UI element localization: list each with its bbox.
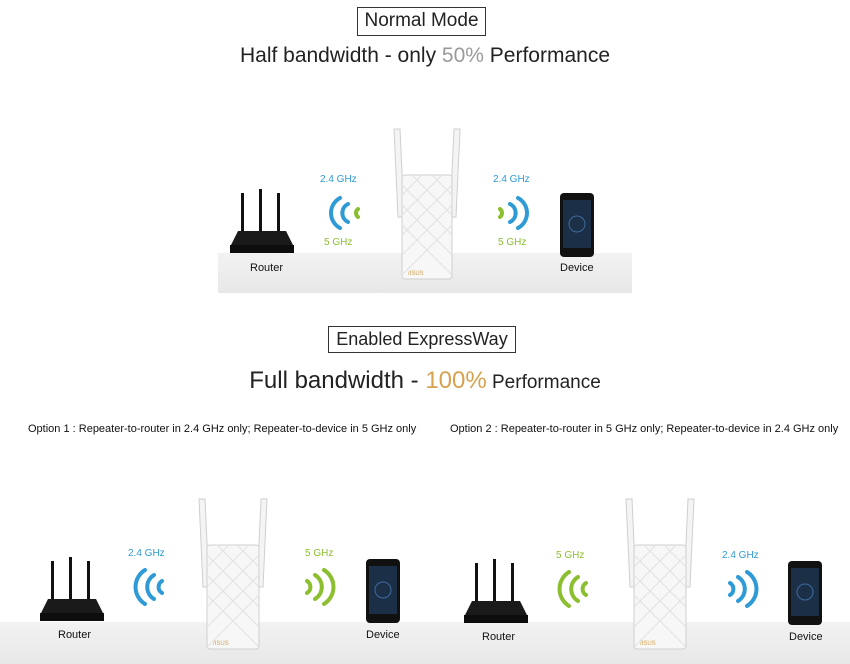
normal-heading-highlight: 50% <box>441 44 484 67</box>
option1-router-label: Router <box>58 629 92 641</box>
normal-band-right-bottom: 5 GHz <box>498 237 527 248</box>
expressway-heading-highlight: 100% <box>425 367 487 394</box>
normal-mode-scene: Router 2.4 GHz 5 GHz /ISUS 2.4 GHz 5 GHz… <box>218 107 632 293</box>
option2-device-label: Device <box>789 631 823 643</box>
option2-band-right: 2.4 GHz <box>722 550 759 561</box>
expressway-heading-prefix: Full bandwidth - <box>249 367 426 394</box>
router-icon <box>40 557 104 621</box>
normal-device-label: Device <box>560 262 594 274</box>
option1-band-right: 5 GHz <box>305 548 334 559</box>
wifi-waves-icon <box>329 196 360 230</box>
range-extender-icon: /ISUS <box>393 128 461 280</box>
smartphone-icon <box>366 559 400 623</box>
option1-caption: Option 1 : Repeater-to-router in 2.4 GHz… <box>28 423 417 435</box>
wifi-waves-icon <box>305 568 336 606</box>
svg-text:/ISUS: /ISUS <box>640 641 656 647</box>
expressway-heading-suffix: Performance <box>486 372 601 393</box>
option2-band-left: 5 GHz <box>556 550 585 561</box>
option1-band-left: 2.4 GHz <box>128 548 165 559</box>
router-icon <box>464 559 528 623</box>
normal-heading-prefix: Half bandwidth - only <box>239 44 442 67</box>
expressway-heading: Full bandwidth - 100% Performance <box>0 367 850 395</box>
normal-router-label: Router <box>250 262 284 274</box>
wifi-waves-icon <box>498 196 529 230</box>
normal-mode-title-box: Normal Mode <box>357 7 486 36</box>
option1-scene: Router 2.4 GHz /ISUS 5 GHz Device <box>0 485 428 664</box>
option2-router-label: Router <box>482 631 516 643</box>
wifi-waves-icon <box>728 570 759 608</box>
option1-device-label: Device <box>366 629 400 641</box>
smartphone-icon <box>560 193 594 257</box>
range-extender-icon: /ISUS <box>625 498 695 650</box>
normal-mode-heading: Half bandwidth - only 50% Performance <box>0 44 850 68</box>
svg-text:/ISUS: /ISUS <box>213 641 229 647</box>
option2-caption: Option 2 : Repeater-to-router in 5 GHz o… <box>450 423 839 435</box>
range-extender-icon: /ISUS <box>198 498 268 650</box>
svg-text:/ISUS: /ISUS <box>408 271 424 277</box>
normal-mode-title: Normal Mode <box>364 10 479 31</box>
normal-band-left-bottom: 5 GHz <box>324 237 353 248</box>
normal-band-right-top: 2.4 GHz <box>493 174 530 185</box>
normal-heading-suffix: Performance <box>483 44 611 67</box>
wifi-waves-icon <box>133 568 164 606</box>
expressway-title-box: Enabled ExpressWay <box>328 326 516 353</box>
normal-band-left-top: 2.4 GHz <box>320 174 357 185</box>
router-icon <box>230 189 294 253</box>
option2-scene: Router 5 GHz /ISUS 2.4 GHz Device <box>428 485 850 664</box>
wifi-waves-icon <box>557 570 588 608</box>
expressway-title: Enabled ExpressWay <box>336 329 508 349</box>
smartphone-icon <box>788 561 822 625</box>
